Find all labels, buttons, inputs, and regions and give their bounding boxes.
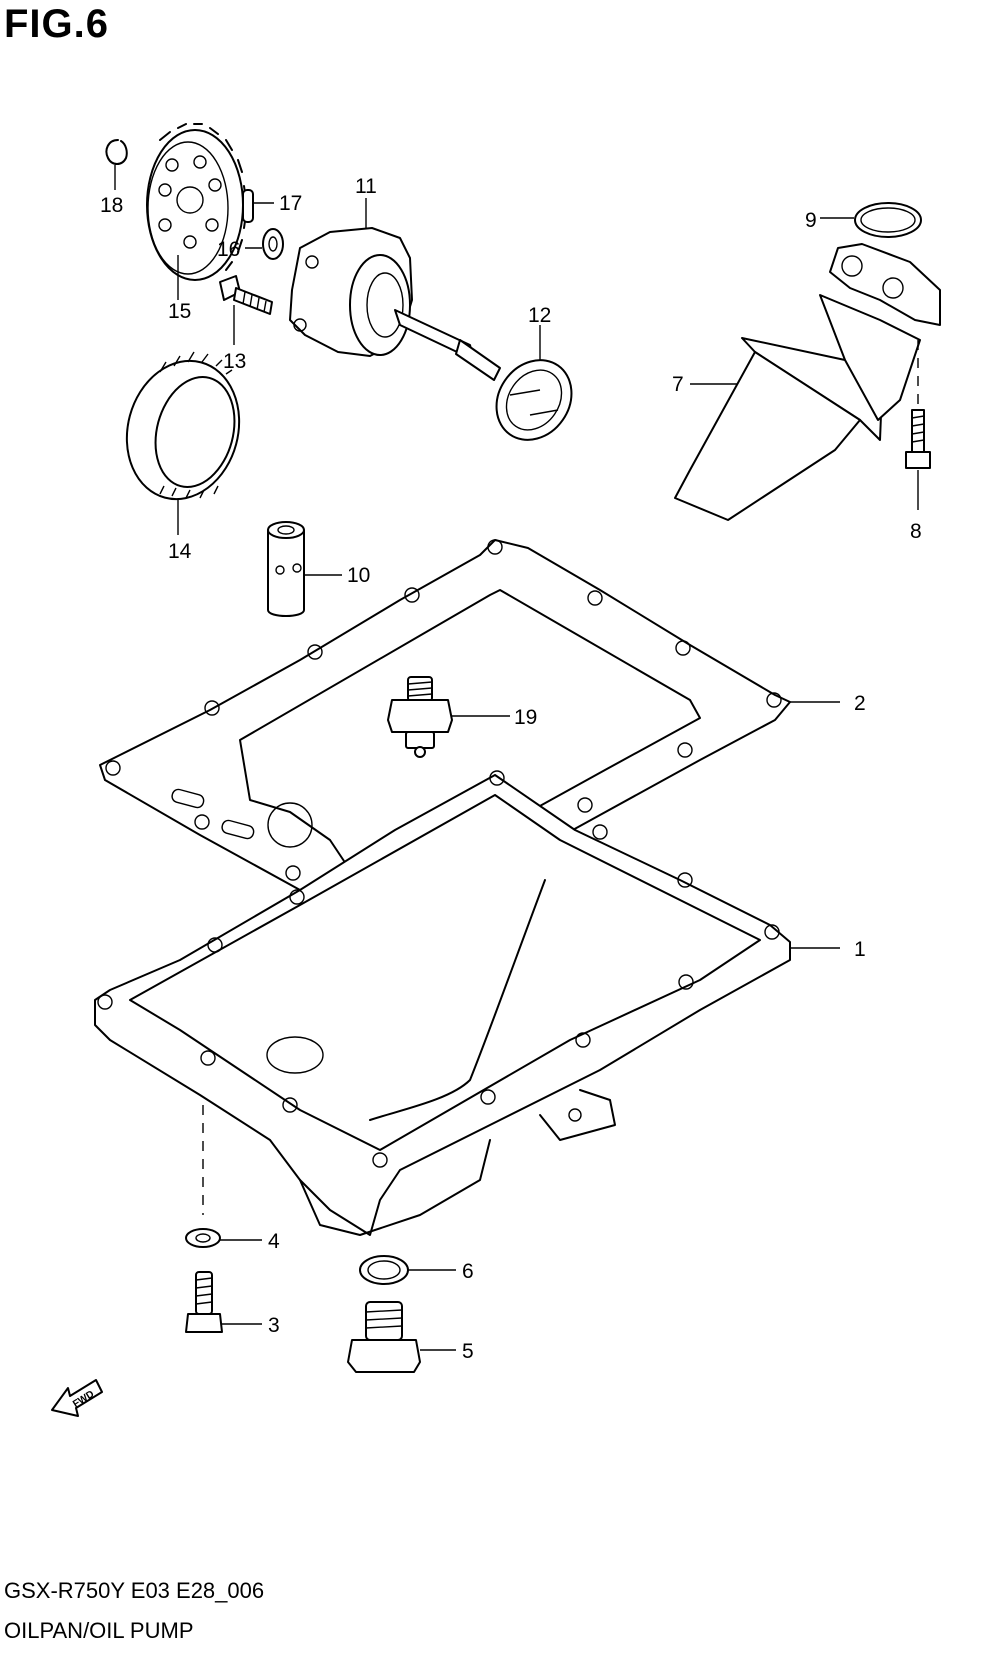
callout-19: 19 [514, 706, 537, 729]
part-13-bolt[interactable] [219, 275, 273, 315]
part-14-drive-gear-ring[interactable] [112, 348, 254, 512]
forward-direction-arrow-icon: FWD [51, 1379, 103, 1417]
part-7-oil-strainer[interactable] [674, 243, 941, 521]
callout-6: 6 [462, 1260, 474, 1283]
callout-15: 15 [168, 300, 191, 323]
callout-18: 18 [100, 194, 123, 217]
part-16-washer[interactable] [262, 228, 284, 260]
callout-12: 12 [528, 304, 551, 327]
part-11-oil-pump[interactable] [289, 227, 501, 381]
part-3-bolt[interactable] [185, 1271, 223, 1333]
callout-11: 11 [355, 175, 377, 198]
callout-16: 16 [217, 238, 240, 261]
callout-9: 9 [805, 209, 817, 232]
callout-17: 17 [279, 192, 302, 215]
callout-3: 3 [268, 1314, 280, 1337]
callout-2: 2 [854, 692, 866, 715]
part-12-oil-pump-gasket[interactable] [481, 346, 587, 455]
callout-14: 14 [168, 540, 192, 563]
part-18-circlip[interactable] [105, 139, 128, 165]
part-19-oil-pressure-switch[interactable] [387, 676, 453, 758]
callout-7: 7 [672, 373, 684, 396]
model-code: GSX-R750Y E03 E28_006 [4, 1578, 265, 1603]
part-17-pin[interactable] [242, 189, 254, 223]
section-name: OILPAN/OIL PUMP [4, 1618, 194, 1643]
part-1-oil-pan[interactable] [94, 770, 791, 1236]
callout-1: 1 [854, 938, 866, 961]
part-6-drain-plug-gasket[interactable] [359, 1255, 409, 1285]
part-4-gasket-washer[interactable] [185, 1228, 221, 1248]
callout-8: 8 [910, 520, 922, 543]
part-5-oil-drain-plug[interactable] [347, 1301, 421, 1373]
part-9-o-ring[interactable] [854, 202, 922, 238]
callout-10: 10 [347, 564, 370, 587]
callout-5: 5 [462, 1340, 474, 1363]
callout-4: 4 [268, 1230, 280, 1253]
figure-title: FIG.6 [4, 2, 110, 46]
part-8-bolt[interactable] [905, 409, 931, 469]
part-10-oil-pipe[interactable] [267, 521, 305, 617]
callout-13: 13 [223, 350, 246, 373]
